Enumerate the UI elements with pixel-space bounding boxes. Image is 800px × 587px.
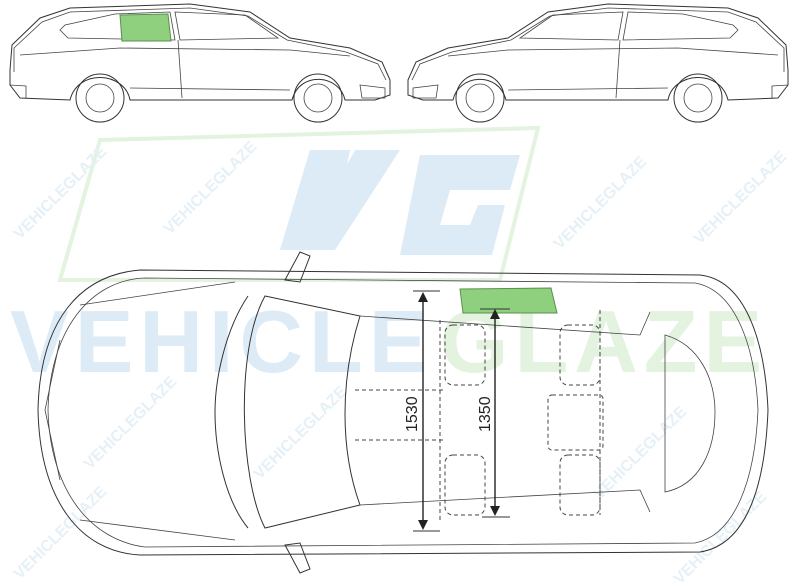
car-body-outline [9,3,391,123]
dimension-1350: 1350 [477,308,510,518]
car-top-outline [37,251,769,574]
highlighted-rear-door-glass-top[interactable] [459,287,558,314]
highlighted-rear-door-glass-left[interactable] [119,13,172,42]
dimension-1530: 1530 [404,290,440,532]
car-body-outline-right [407,3,789,123]
mirror-right [284,542,311,574]
mirror-left [284,251,311,283]
dimension-label-1350: 1350 [477,396,494,432]
vg-logo-watermark [57,125,541,282]
dimension-label-1530: 1530 [404,396,421,432]
